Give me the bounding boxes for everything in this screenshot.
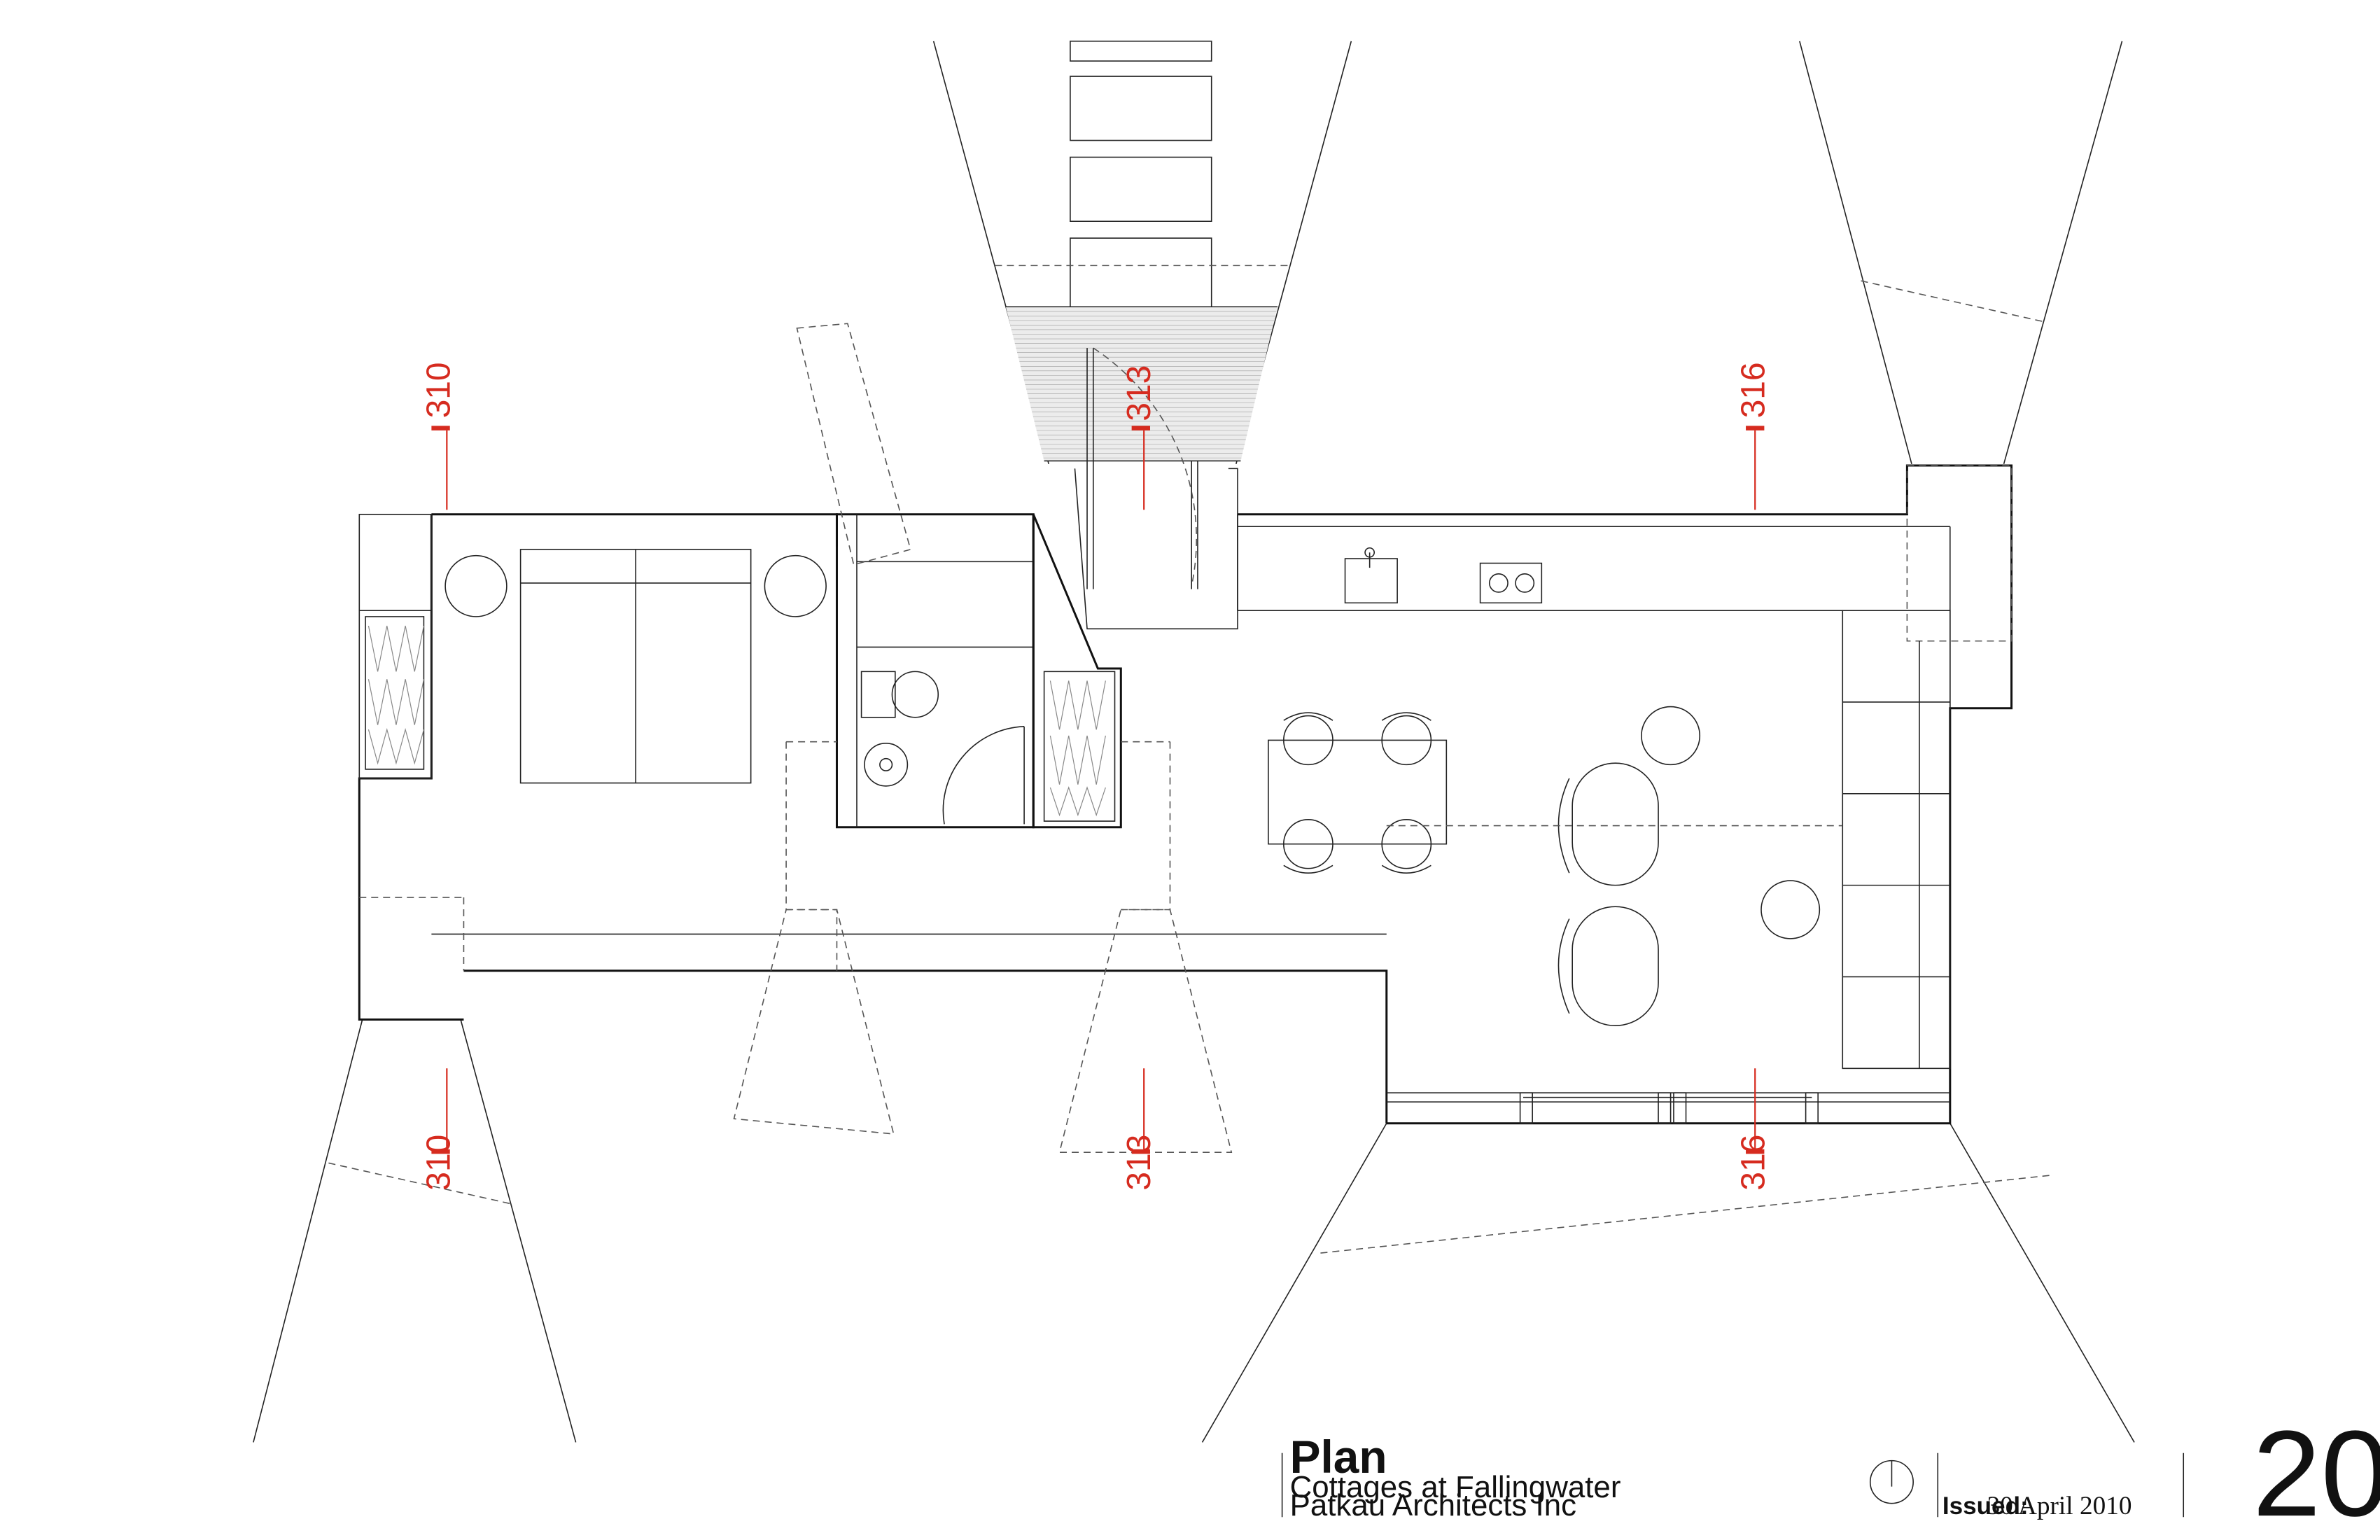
section-label-316-top: 316	[1734, 362, 1772, 418]
section-marker-310	[431, 426, 450, 1154]
entry-deck-hatch	[1005, 307, 1278, 461]
hall-closet	[1033, 514, 1121, 827]
project-name: Cottages at Fallingwater	[1290, 1470, 1621, 1504]
issued-date: 30 April 2010	[1987, 1492, 2132, 1520]
section-label-316-bottom: 316	[1734, 1135, 1772, 1191]
north-arrow-icon	[1870, 1461, 1913, 1504]
site-wedges	[253, 41, 2134, 1443]
sink	[864, 743, 907, 786]
dining-furniture	[1268, 713, 1446, 873]
kitchen-sink	[1345, 548, 1398, 603]
section-marker-316	[1746, 426, 1765, 1154]
firm-name: Patkau Architects Inc	[1290, 1488, 1576, 1522]
section-label-313-bottom: 313	[1120, 1135, 1158, 1191]
toilet	[862, 671, 939, 717]
south-glazing	[1387, 1093, 1950, 1124]
east-bench	[1842, 610, 1950, 1068]
lounge-furniture	[1558, 707, 1819, 1026]
bedroom-furniture	[445, 550, 826, 783]
overhead-outlines	[359, 323, 1842, 1152]
section-marker-313	[1131, 426, 1150, 1154]
building-walls	[359, 465, 2011, 1124]
title-block: Plan Cottages at Fallingwater Patkau Arc…	[1282, 1406, 2380, 1540]
entry-steps	[995, 41, 1289, 307]
entry-door	[1087, 348, 1198, 589]
sheet-number: 200	[2253, 1406, 2380, 1540]
section-label-310-bottom: 310	[420, 1135, 458, 1191]
bedroom-wardrobe	[365, 617, 424, 769]
cooktop	[1480, 564, 1542, 603]
section-label-313-top: 313	[1120, 365, 1158, 421]
section-label-310-top: 310	[420, 362, 458, 418]
issued-label: Issued:	[1942, 1492, 2029, 1520]
drawing-title: Plan	[1290, 1432, 1387, 1483]
